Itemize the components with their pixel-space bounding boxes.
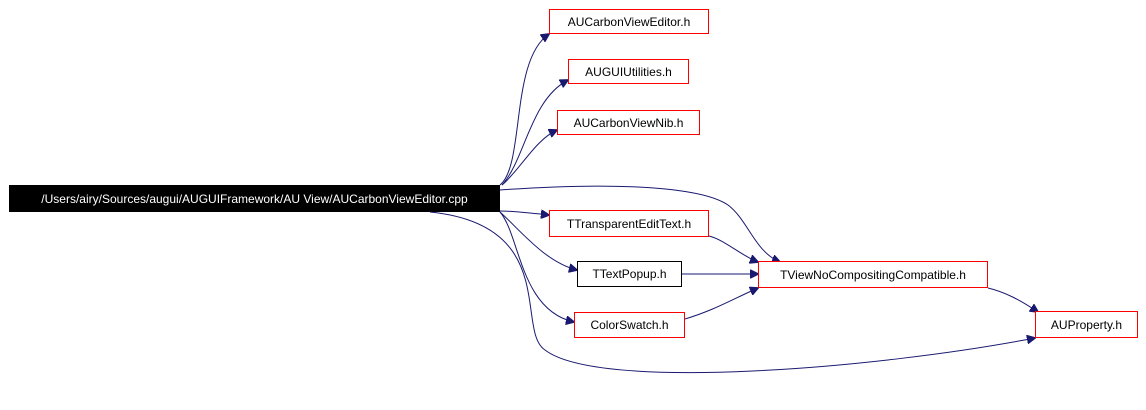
node-label: TTextPopup.h (592, 267, 667, 281)
edge-root-to-auproperty-h (429, 211, 1035, 374)
node-auproperty-h[interactable]: AUProperty.h (1035, 311, 1138, 338)
node-aucarbonviewnib-h[interactable]: AUCarbonViewNib.h (557, 110, 700, 135)
node-aucarbonvieweditor-h[interactable]: AUCarbonViewEditor.h (549, 9, 709, 34)
node-ttransparentedittext-h[interactable]: TTransparentEditText.h (549, 210, 709, 237)
node-auguiutilities-h[interactable]: AUGUIUtilities.h (568, 59, 689, 84)
edge-root-to-guiutilities-h (501, 80, 568, 186)
node-label: TTransparentEditText.h (566, 216, 692, 231)
edge-root-to-textpopup-h (499, 211, 577, 270)
node-tviewnocompositingcompatible-h[interactable]: TViewNoCompositingCompatible.h (758, 261, 988, 288)
node-label: TViewNoCompositingCompatible.h (780, 267, 966, 282)
node-label: AUProperty.h (1050, 317, 1123, 332)
node-colorswatch-h[interactable]: ColorSwatch.h (574, 312, 685, 338)
node-label: AUGUIUtilities.h (585, 64, 672, 79)
edge-viewnocompositing-h-to-auproperty-h (987, 287, 1038, 312)
node-label: ColorSwatch.h (590, 318, 669, 332)
node-ttextpopup-h[interactable]: TTextPopup.h (577, 261, 682, 287)
node-label: AUCarbonViewEditor.h (567, 14, 691, 29)
edge-root-to-transparentedittext-h (499, 211, 549, 215)
edge-root-to-viewnocompositing-h (499, 185, 780, 262)
edge-root-to-carbonvieweditor-h (499, 34, 549, 186)
edge-colorswatch-h-to-viewnocompositing-h (684, 288, 758, 320)
node-root-file[interactable]: /Users/airy/Sources/augui/AUGUIFramework… (9, 185, 500, 212)
edge-root-to-colorswatch-h (499, 211, 574, 322)
edge-transparentedittext-h-to-viewnocompositing-h (708, 235, 758, 262)
node-label: /Users/airy/Sources/augui/AUGUIFramework… (41, 191, 468, 206)
edge-root-to-carbonviewnib-h (501, 130, 557, 186)
node-label: AUCarbonViewNib.h (573, 115, 684, 130)
